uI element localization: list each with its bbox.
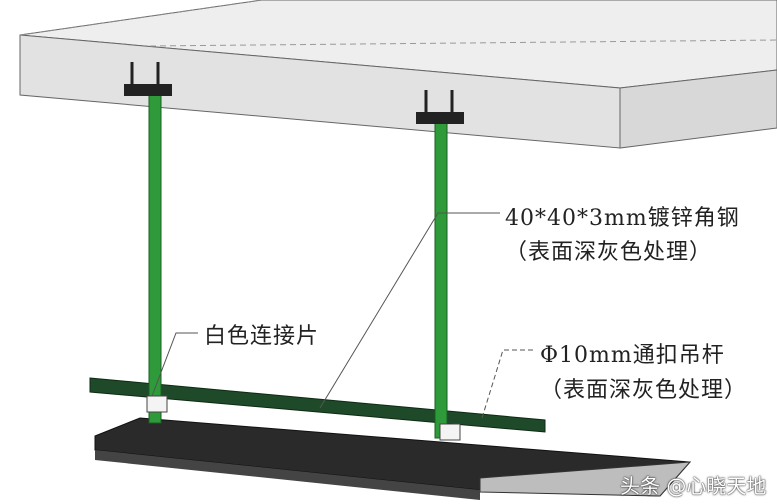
white-connector-right (439, 423, 461, 441)
hanging-rod-right (434, 117, 448, 439)
watermark: 头条 @心晓天地 (620, 474, 767, 498)
angle-steel-note: （表面深灰色处理） (505, 240, 713, 265)
hanging-rod-left (148, 87, 162, 424)
concrete-slab (19, 0, 777, 149)
rod-label: Φ10mm通扣吊杆 (540, 343, 725, 368)
angle-steel-bar (89, 377, 546, 433)
angle-steel-label: 40*40*3mm镀锌角钢 (505, 206, 740, 231)
white-connector-left (146, 395, 168, 413)
grating-panel (94, 417, 692, 500)
rod-note: （表面深灰色处理） (540, 378, 748, 403)
leader-lines (151, 212, 533, 419)
connector-label: 白色连接片 (204, 324, 320, 349)
hanging-rods (124, 62, 464, 441)
